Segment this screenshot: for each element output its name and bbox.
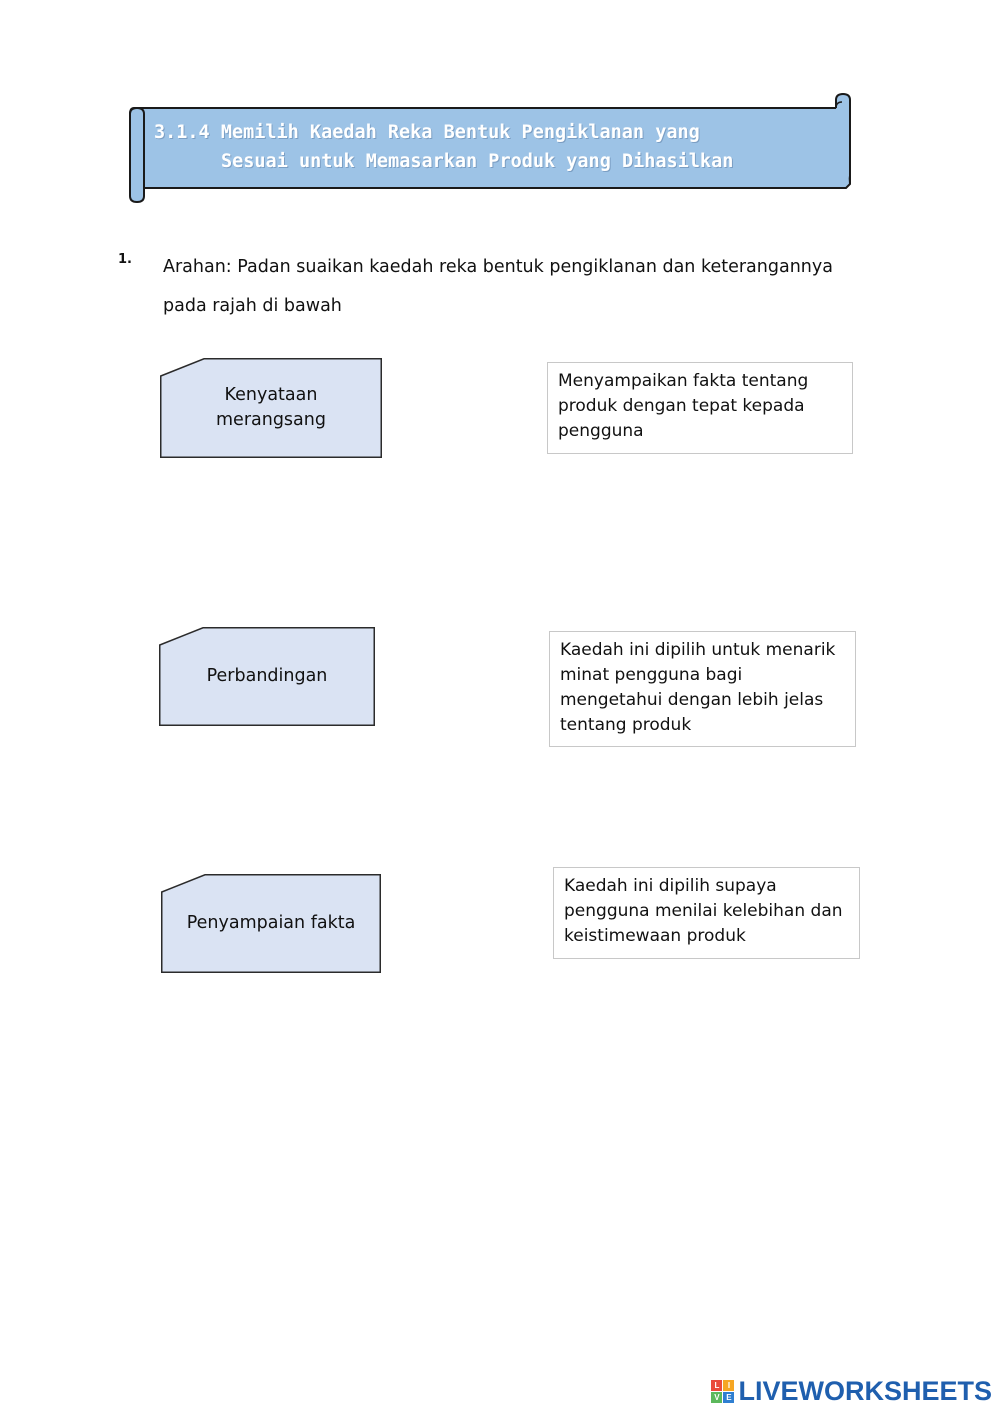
method-box-shape	[159, 627, 375, 726]
logo-mark-icon: L I V E	[711, 1380, 735, 1403]
description-box-1[interactable]: Menyampaikan fakta tentang produk dengan…	[547, 362, 853, 454]
method-box-2[interactable]: Perbandingan	[159, 627, 375, 726]
description-text: Kaedah ini dipilih supaya pengguna menil…	[564, 876, 843, 946]
method-box-3[interactable]: Penyampaian fakta	[161, 874, 381, 973]
method-label: Kenyataan merangsang	[216, 385, 326, 430]
description-box-2[interactable]: Kaedah ini dipilih untuk menarik minat p…	[549, 631, 856, 747]
logo-text: LIVEWORKSHEETS	[738, 1376, 992, 1406]
description-text: Kaedah ini dipilih untuk menarik minat p…	[560, 640, 836, 735]
liveworksheets-logo: L I V E LIVEWORKSHEETS	[711, 1376, 992, 1407]
question-number: 1.	[118, 252, 132, 267]
question-instruction: Arahan: Padan suaikan kaedah reka bentuk…	[163, 257, 833, 316]
title-line-2: Sesuai untuk Memasarkan Produk yang Diha…	[221, 151, 734, 172]
method-box-shape	[161, 874, 381, 973]
title-scroll-banner	[129, 92, 852, 204]
method-label: Penyampaian fakta	[186, 913, 356, 933]
page-title: 3.1.4 Memilih Kaedah Reka Bentuk Pengikl…	[154, 118, 834, 176]
method-box-1[interactable]: Kenyataan merangsang	[160, 358, 382, 458]
method-box-shape	[160, 358, 382, 458]
description-box-3[interactable]: Kaedah ini dipilih supaya pengguna menil…	[553, 867, 860, 959]
title-line-1: 3.1.4 Memilih Kaedah Reka Bentuk Pengikl…	[154, 122, 700, 143]
description-text: Menyampaikan fakta tentang produk dengan…	[558, 371, 809, 441]
method-label: Perbandingan	[206, 666, 328, 686]
